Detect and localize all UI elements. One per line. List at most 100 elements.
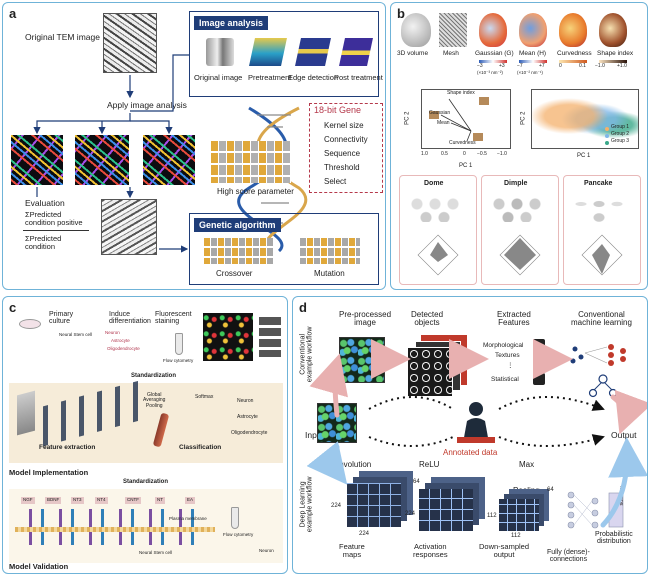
- scale-hi-2: +7: [539, 63, 545, 69]
- dim-2: 224: [359, 531, 370, 537]
- dim-6: 112: [511, 533, 521, 539]
- legend-swatch-1: [605, 127, 609, 131]
- panel-d-arrows: [306, 339, 647, 528]
- evaluation-label: Evaluation: [25, 198, 65, 208]
- pca-right-xlabel: PC 1: [577, 153, 591, 159]
- ia-original-thumb: [206, 38, 234, 66]
- label-shape-index: Shape index: [597, 50, 634, 57]
- ia-step-3: Edge detection: [288, 73, 339, 82]
- feature-dots: ⋮: [507, 362, 514, 369]
- shape-curvedness: [559, 13, 587, 47]
- marker-6: NT: [155, 497, 165, 504]
- model-validation-band: NGF BDNF NT3 NT4 CNTF NT EA Plasma membr…: [9, 489, 283, 563]
- panel-b-label: b: [397, 6, 405, 21]
- dim-1: 224: [331, 503, 342, 509]
- max-label: Max: [519, 460, 535, 469]
- dim-4: 224: [405, 511, 416, 517]
- gene-item-5: Select: [324, 177, 347, 186]
- downsampled-label: Down-sampled output: [479, 542, 530, 559]
- panel-c: c Primary culture Neural Stem cell Induc…: [2, 296, 288, 574]
- image-analysis-box: Image analysis Original image Pretreatme…: [189, 11, 383, 97]
- predicted-positive-label: ΣPredicted condition positive: [25, 210, 83, 227]
- panel-a: a Original TEM image Image analysis Orig…: [2, 2, 386, 290]
- preprocessed-label: Pre-processed image: [339, 310, 392, 328]
- colorbar-curvedness: [559, 60, 587, 63]
- shape-3d-volume: [401, 13, 431, 47]
- dome-shapes: [408, 192, 468, 222]
- dim-7: 64: [547, 487, 554, 493]
- predicted-condition-label: ΣPredicted condition: [25, 234, 62, 251]
- gene-item-1: Kernel size: [324, 121, 364, 130]
- fully-connected-label: Fully (dense)- connections: [547, 549, 590, 564]
- scale-lo-1: −3: [477, 63, 483, 69]
- pca-scatter-plot: [531, 89, 639, 149]
- label-mean: Mean (H): [519, 50, 547, 57]
- dome-radar: [417, 234, 459, 276]
- marker-4: NT4: [95, 497, 108, 504]
- shape-gaussian: [479, 13, 507, 47]
- ia-step-2: Pretreatment: [248, 73, 292, 82]
- scale-hi-3: 0.1: [579, 63, 586, 69]
- annotator-person-icon: [457, 402, 495, 443]
- prob-dist-label: Probabilistic distribution: [595, 531, 633, 546]
- segmented-image-3: [143, 135, 195, 185]
- softmax-label: Softmax: [195, 394, 214, 400]
- classification-label: Classification: [179, 444, 222, 451]
- culture-dish-icon: [19, 319, 41, 329]
- dome-title: Dome: [424, 180, 444, 187]
- flow-cytometry-label: Flow cytometry: [163, 358, 194, 363]
- panel-a-arrows: [33, 54, 189, 253]
- label-mesh: Mesh: [443, 50, 459, 57]
- standardization-bottom: Standardization: [123, 479, 169, 485]
- out-oligodendrocyte: Oligodendrocyte: [231, 430, 268, 436]
- legend-group-1: Group 1: [611, 124, 630, 130]
- neural-stem-label: Neural Stem cell: [59, 332, 93, 337]
- colorbar-shape-index: [599, 60, 627, 63]
- pca-left-ylabel: PC 2: [404, 111, 411, 125]
- dimple-title: Dimple: [504, 180, 528, 187]
- loading-shape-index: Shape index: [447, 90, 475, 96]
- relu-label: ReLU: [419, 460, 440, 469]
- convolution-label: Convolution: [329, 460, 372, 469]
- tick-2: 0.5: [441, 151, 448, 157]
- label-curvedness: Curvedness: [557, 50, 592, 57]
- legend-swatch-2: [605, 134, 609, 138]
- annotated-data-label: Annotated data: [443, 448, 498, 457]
- pca-left-xlabel: PC 1: [459, 163, 473, 169]
- panel-d: d Conventional example workflow Deep Lea…: [292, 296, 648, 574]
- tiles-stack: [259, 317, 281, 357]
- conv-ml-label: Conventional machine learning: [571, 310, 632, 328]
- out-astrocyte: Astrocyte: [237, 414, 258, 420]
- astrocyte-small: Astrocyte: [111, 338, 130, 343]
- pancake-shapes: [572, 192, 632, 222]
- ia-step-1: Original image: [194, 73, 243, 82]
- ga-title: Genetic algorithm: [194, 218, 281, 232]
- high-score-label: High score parameter: [217, 187, 294, 196]
- pooling-label: Pooling: [513, 486, 540, 495]
- dimple-radar: [499, 234, 541, 276]
- downsampled-stack: [499, 499, 539, 531]
- activation-label: Activation responses: [413, 542, 448, 559]
- marker-3: NT3: [71, 497, 84, 504]
- pancake-title: Pancake: [584, 180, 613, 187]
- gene-box: 18-bit Gene Kernel size Connectivity Seq…: [309, 103, 383, 193]
- input-label: Input: [305, 430, 324, 440]
- segmented-image-2: [75, 135, 129, 185]
- colorbar-mean: [519, 60, 547, 63]
- gene-title: 18-bit Gene: [314, 105, 362, 115]
- image-analysis-title: Image analysis: [194, 16, 269, 30]
- shape-mesh: [439, 13, 467, 47]
- colorbar-gaussian: [479, 60, 507, 63]
- loading-curvedness: Curvedness: [449, 140, 476, 146]
- dimple-box: Dimple: [481, 175, 559, 285]
- feature-textures: Textures: [495, 352, 520, 359]
- scale-lo-2: −7: [517, 63, 523, 69]
- output-label: Output: [611, 430, 637, 440]
- gap-rod: [152, 412, 170, 448]
- flow-cytometry-bottom: Flow cytometry: [223, 532, 254, 537]
- gene-item-2: Connectivity: [324, 135, 368, 144]
- dim-5: 112: [487, 513, 497, 519]
- label-gaussian: Gaussian (G): [475, 50, 514, 57]
- dim-3: 64: [413, 479, 420, 485]
- tick-5: −1.0: [497, 151, 507, 157]
